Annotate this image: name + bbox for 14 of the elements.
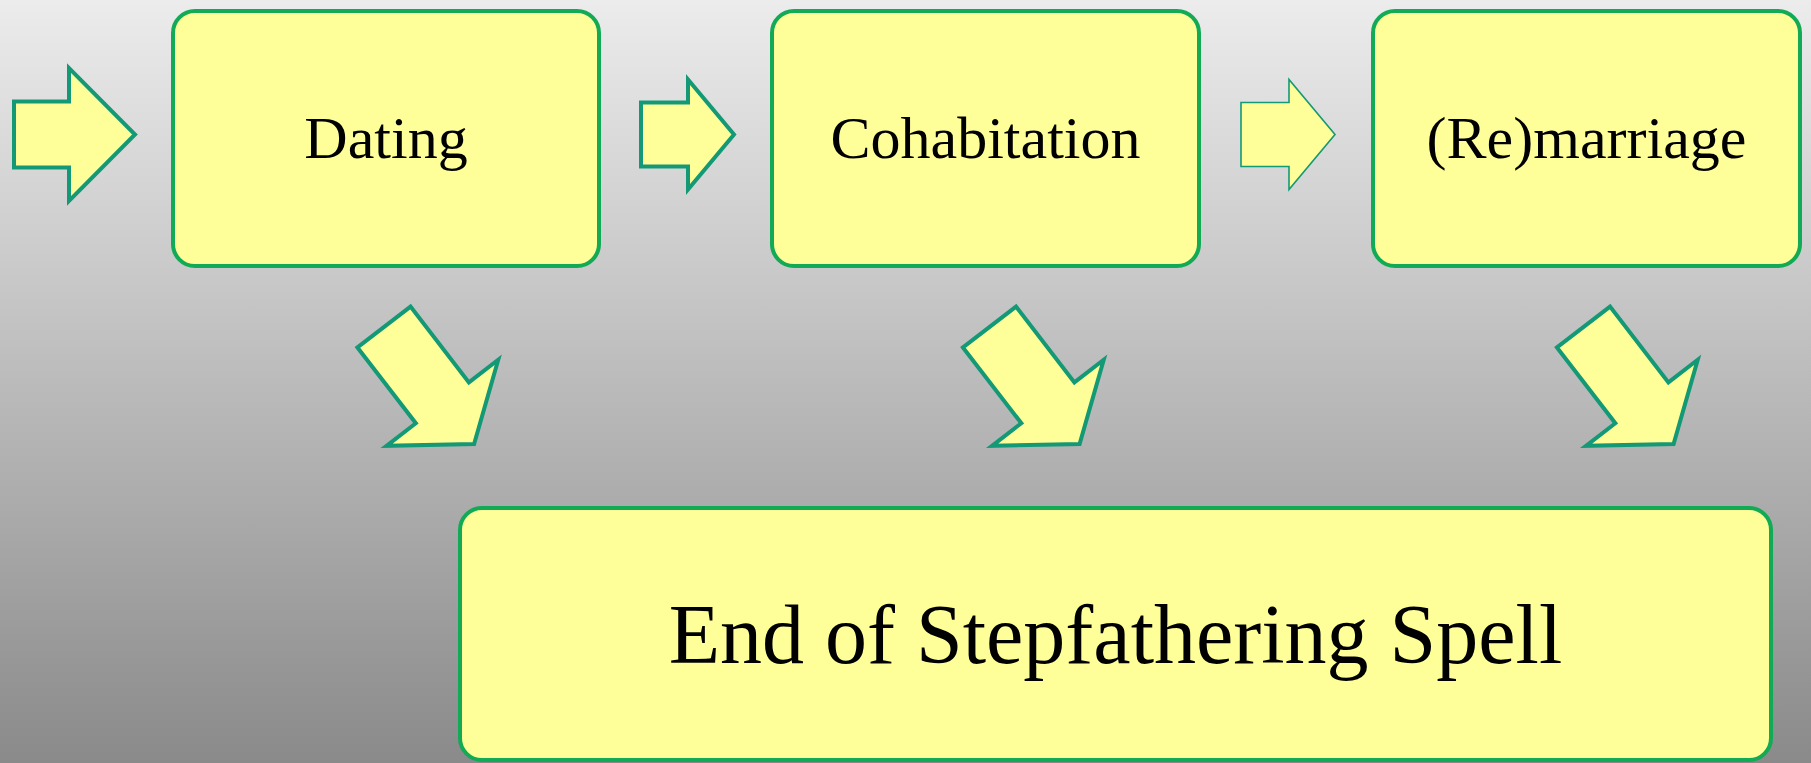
block-arrow xyxy=(1554,303,1702,448)
block-arrow xyxy=(354,303,502,448)
process-box xyxy=(171,9,601,268)
block-arrow xyxy=(960,303,1108,448)
process-box xyxy=(458,506,1773,762)
process-box xyxy=(1371,9,1802,268)
box-label: (Re)marriage xyxy=(1426,104,1747,173)
block-arrow xyxy=(1240,77,1337,192)
box-label: Dating xyxy=(304,104,468,173)
block-arrow xyxy=(639,74,737,195)
block-arrow xyxy=(12,63,138,206)
box-label: End of Stepfathering Spell xyxy=(668,586,1563,683)
process-box xyxy=(770,9,1201,268)
box-label: Cohabitation xyxy=(830,104,1141,173)
